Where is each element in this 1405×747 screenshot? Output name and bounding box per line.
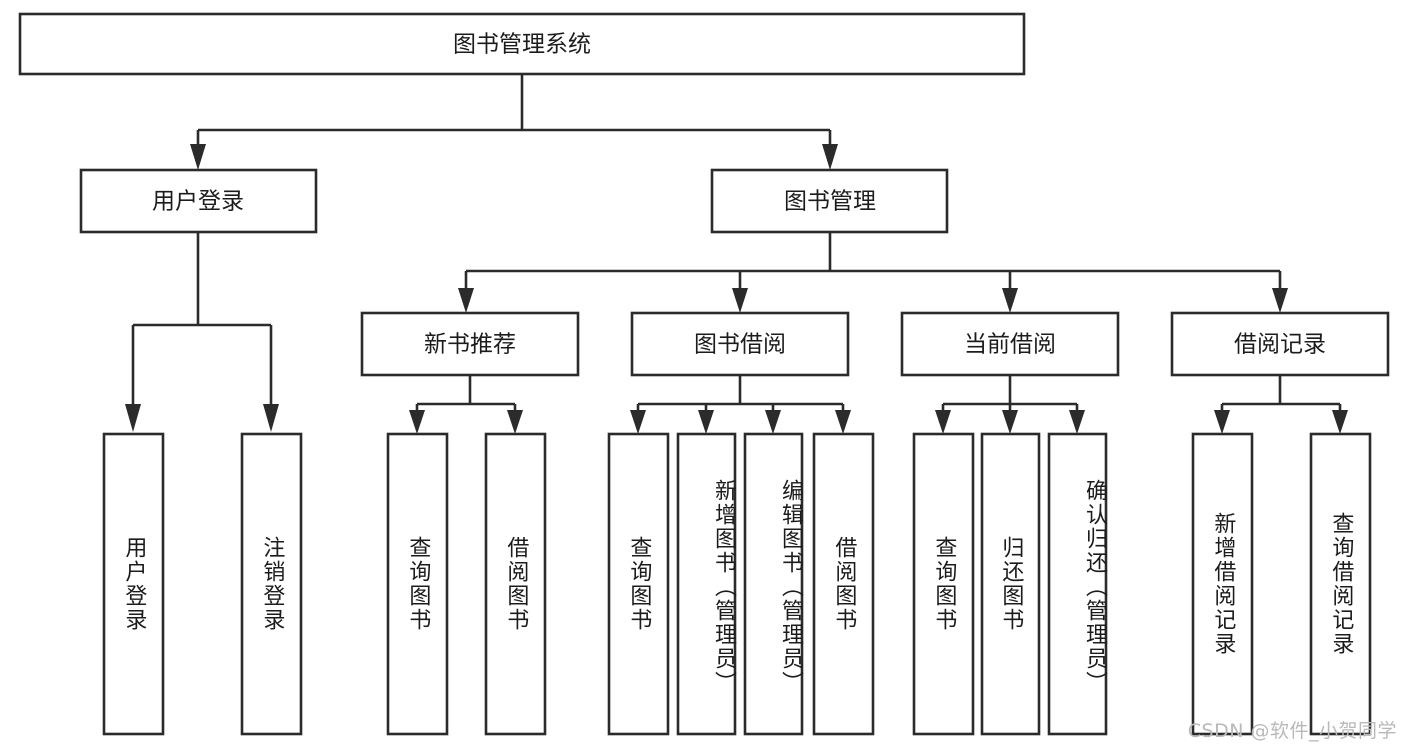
node-user-login[interactable]: 用户登录: [79, 168, 318, 234]
node-current-borrow[interactable]: 当前借阅: [900, 311, 1120, 377]
node-new-book-recommend-label: 新书推荐: [424, 332, 516, 358]
arrow-root-to-book-manage: [822, 144, 838, 170]
arrow-bookmanage-to-record: [1272, 288, 1288, 313]
arrow-current-leaf-3: [1069, 410, 1085, 434]
node-root-box[interactable]: [18, 12, 1026, 76]
node-book-borrow-label: 图书借阅: [694, 332, 786, 358]
arrow-bookmanage-to-current: [1002, 288, 1018, 313]
connector-group: [125, 74, 1348, 434]
node-borrow-record[interactable]: 借阅记录: [1170, 311, 1390, 377]
node-book-manage-label: 图书管理: [784, 189, 876, 215]
watermark-text: CSDN @软件_小贺同学: [1187, 720, 1397, 742]
node-root[interactable]: 图书管理系统: [18, 12, 1026, 76]
arrow-newbook-leaf-2: [507, 410, 523, 434]
leaf-box-book-borrow-3[interactable]: [743, 432, 804, 736]
arrow-current-leaf-1: [935, 410, 951, 434]
arrow-current-leaf-2: [1002, 410, 1018, 434]
node-user-login-box[interactable]: [79, 168, 318, 234]
node-current-borrow-label: 当前借阅: [964, 332, 1056, 358]
node-borrow-record-label: 借阅记录: [1234, 332, 1326, 358]
node-user-login-label: 用户登录: [152, 189, 244, 215]
node-new-book-recommend-box[interactable]: [360, 311, 580, 377]
node-book-borrow[interactable]: 图书借阅: [630, 311, 850, 377]
leaf-box-book-borrow-2[interactable]: [676, 432, 737, 736]
arrow-root-to-user-login: [190, 144, 206, 170]
arrow-record-leaf-2: [1332, 410, 1348, 434]
leaf-box-borrow-record-1[interactable]: [1191, 432, 1254, 736]
arrow-borrow-leaf-4: [835, 410, 851, 434]
leaf-box-current-borrow-2[interactable]: [980, 432, 1041, 736]
arrow-borrow-leaf-2: [698, 410, 714, 434]
node-book-manage-box[interactable]: [710, 168, 949, 234]
node-current-borrow-box[interactable]: [900, 311, 1120, 377]
node-root-label: 图书管理系统: [453, 32, 591, 58]
node-book-borrow-box[interactable]: [630, 311, 850, 377]
leaf-box-book-borrow-4[interactable]: [812, 432, 875, 736]
leaf-box-current-borrow-1[interactable]: [912, 432, 975, 736]
arrow-bookmanage-to-borrow: [732, 288, 748, 313]
node-book-manage[interactable]: 图书管理: [710, 168, 949, 234]
leaf-box-current-borrow-3[interactable]: [1047, 432, 1108, 736]
leaf-box-new-book-1[interactable]: [386, 432, 449, 736]
leaf-box-new-book-2[interactable]: [484, 432, 547, 736]
arrow-record-leaf-1: [1214, 410, 1230, 434]
leaf-box-user-login-2[interactable]: [240, 432, 303, 736]
leaf-box-borrow-record-2[interactable]: [1309, 432, 1372, 736]
arrow-bookmanage-to-newbook: [458, 288, 474, 313]
arrow-userlogin-leaf-1: [125, 404, 141, 432]
leaf-box-book-borrow-1[interactable]: [607, 432, 670, 736]
node-borrow-record-box[interactable]: [1170, 311, 1390, 377]
arrow-userlogin-leaf-2: [263, 404, 279, 432]
arrow-borrow-leaf-3: [765, 410, 781, 434]
node-new-book-recommend[interactable]: 新书推荐: [360, 311, 580, 377]
leaf-box-user-login-1[interactable]: [102, 432, 165, 736]
arrow-newbook-leaf-1: [409, 410, 425, 434]
arrow-borrow-leaf-1: [630, 410, 646, 434]
